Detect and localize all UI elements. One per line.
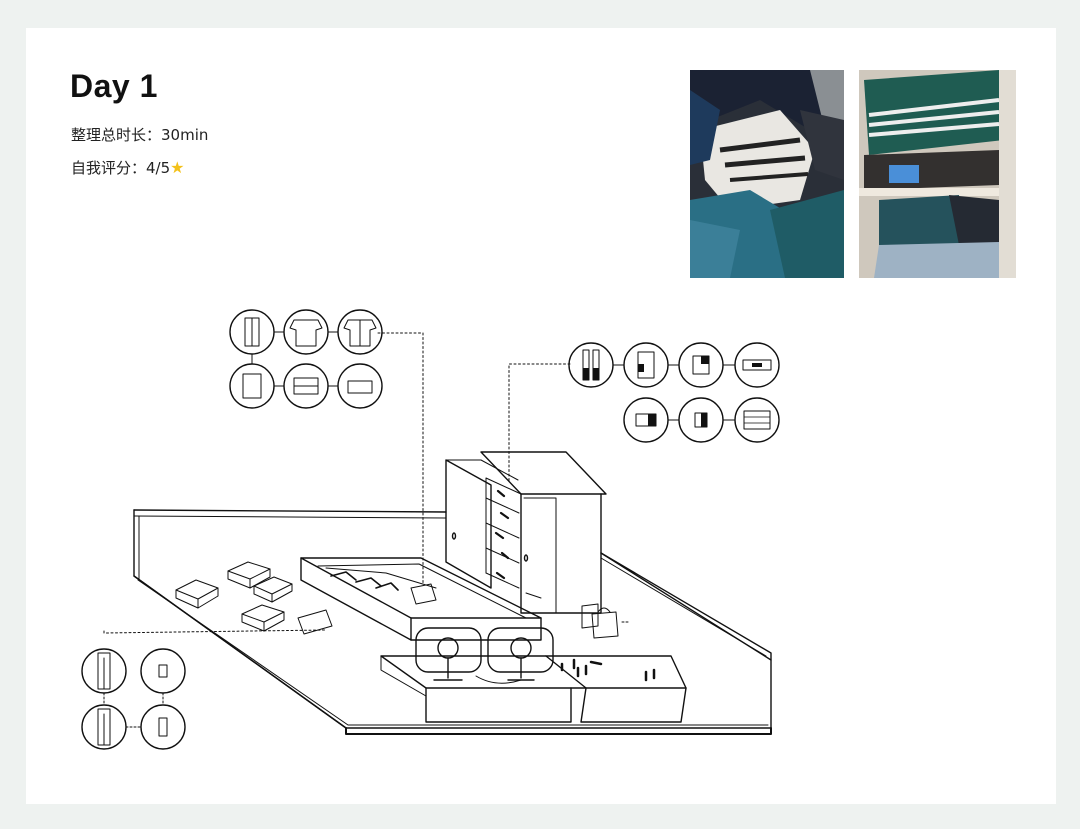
- room-organization-diagram: [81, 309, 780, 750]
- pants-folding-steps: [81, 648, 186, 750]
- content-card: Day 1 整理总时长：30min 自我评分：4/5★: [26, 28, 1056, 804]
- storage-boxes: [175, 561, 333, 635]
- wardrobe-photo-before: [690, 70, 844, 278]
- wardrobe: [445, 451, 607, 614]
- leader-lines: [103, 332, 571, 634]
- duration-text: 整理总时长：30min: [71, 126, 209, 144]
- rating-text: 自我评分：4/5: [71, 159, 171, 177]
- desk-and-chairs: [380, 627, 687, 723]
- sock-folding-steps: [568, 342, 780, 443]
- shopping-bags: [581, 603, 631, 639]
- rating-line: 自我评分：4/5★: [71, 157, 185, 178]
- bed: [300, 557, 542, 641]
- room-floor: [133, 509, 772, 735]
- star-icon: ★: [170, 158, 185, 177]
- shirt-folding-steps: [229, 309, 383, 409]
- page-title: Day 1: [70, 68, 158, 104]
- wardrobe-photo-after: [859, 70, 1016, 278]
